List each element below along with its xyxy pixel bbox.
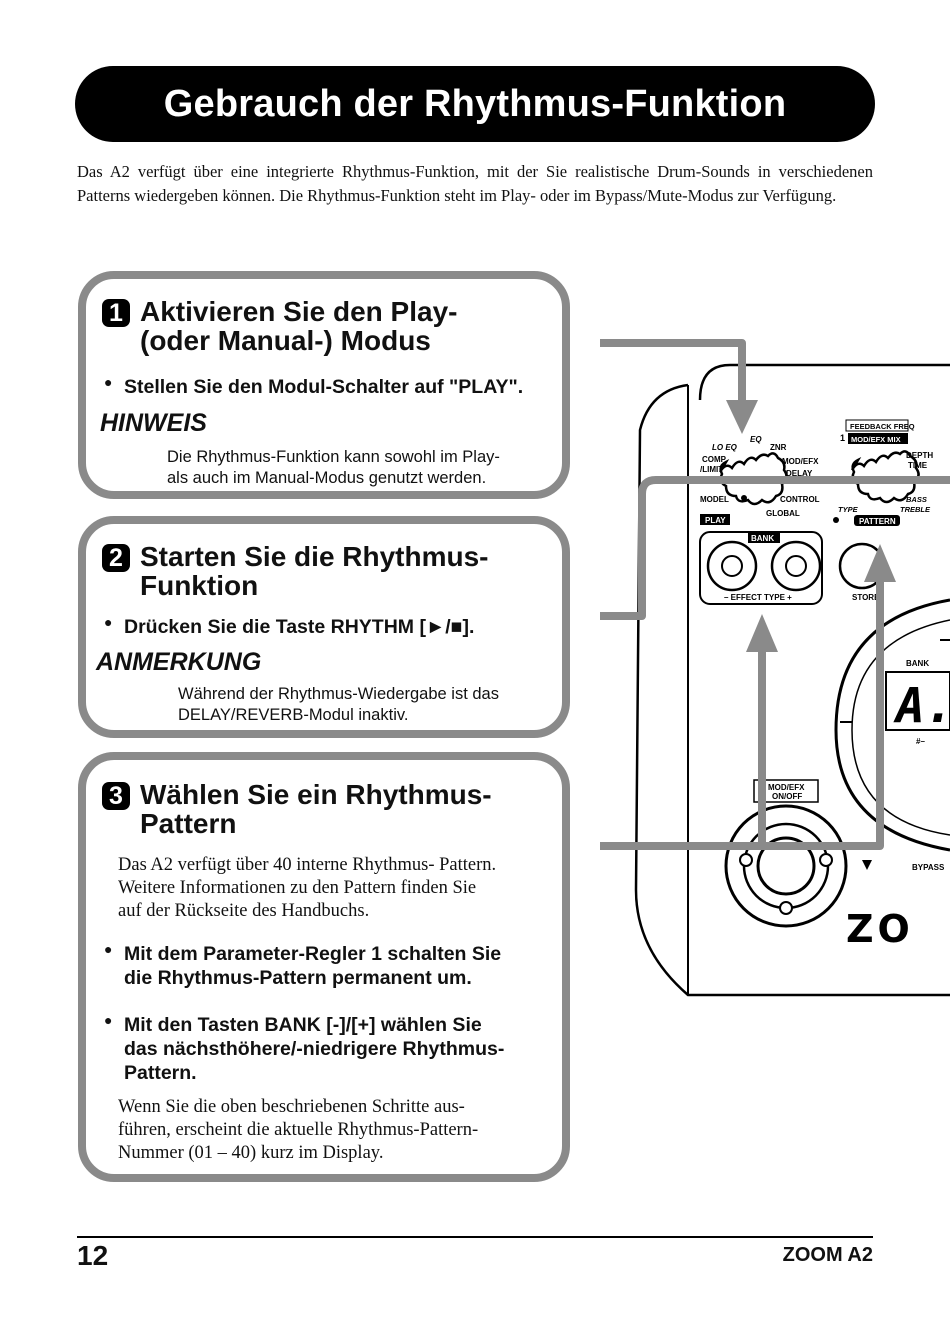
step-3-box: 3 Wählen Sie ein Rhythmus- Pattern Das A… <box>78 752 570 1182</box>
connector-step2 <box>600 476 950 620</box>
pointer-arrow-step1 <box>726 400 758 434</box>
feedback-freq-box <box>845 419 909 432</box>
led-display <box>885 671 950 731</box>
label-model: MODEL <box>700 495 729 504</box>
label-control: CONTROL <box>780 495 820 504</box>
label-knob-number: 1 <box>840 433 845 443</box>
footswitch-screw-bottom <box>779 901 793 915</box>
label-treble: TREBLE <box>900 505 931 514</box>
step-3-body2-line1: Wenn Sie die oben beschriebenen Schritte… <box>118 1097 465 1117</box>
label-depth: DEPTH <box>906 451 933 460</box>
step-1-title-line1: Aktivieren Sie den Play- <box>140 296 458 327</box>
step-3-title-line1: Wählen Sie ein Rhythmus- <box>140 779 492 810</box>
label-comp: COMP <box>702 455 727 464</box>
label-mod-efx-mix: MOD/EFX MIX <box>851 435 901 444</box>
label-display-sub: #– <box>916 737 925 746</box>
display-character: A. <box>893 678 950 734</box>
step-3-bullet-1-line2: die Rhythmus-Pattern permanent um. <box>124 967 472 989</box>
label-feedback-freq: FEEDBACK FREQ <box>850 422 915 431</box>
step-1-note-heading: HINWEIS <box>100 409 207 437</box>
step-3-bullet-2-line1: Mit den Tasten BANK [-]/[+] wählen Sie <box>124 1014 482 1036</box>
step-2-title-line1: Starten Sie die Rhythmus- <box>140 541 489 572</box>
step-3-body1-line1: Das A2 verfügt über 40 interne Rhythmus-… <box>118 855 497 875</box>
step-3-body1-line2: Weitere Informationen zu den Pattern fin… <box>118 878 477 898</box>
step-2-note-line1: Während der Rhythmus-Wiedergabe ist das <box>178 685 499 703</box>
step-3-title-line2: Pattern <box>140 808 237 839</box>
bank-minus-button-inner <box>721 555 743 577</box>
label-on-off: ON/OFF <box>772 792 802 801</box>
step-3-body2-line2: führen, erscheint die aktuelle Rhythmus-… <box>118 1120 479 1140</box>
display-ring <box>834 598 950 852</box>
step-1-title-line2: (oder Manual-) Modus <box>140 325 431 356</box>
page-title: Gebrauch der Rhythmus-Funktion <box>163 82 787 125</box>
intro-paragraph: Das A2 verfügt über eine integrierte Rhy… <box>77 162 873 205</box>
mod-efx-mix-box <box>848 433 908 444</box>
footer-rule <box>77 1236 873 1238</box>
step-1-header: 1 Aktivieren Sie den Play- (oder Manual-… <box>102 297 457 355</box>
label-play: PLAY <box>705 516 726 525</box>
module-indicator-dot <box>741 495 747 501</box>
step-1-number: 1 <box>102 299 130 327</box>
play-label-box <box>700 514 730 525</box>
label-type: TYPE <box>838 505 859 514</box>
label-store: STORE <box>852 593 880 602</box>
mod-efx-on-off-box <box>753 779 819 803</box>
step-3-bullet-1: Mit dem Parameter-Regler 1 schalten Sie … <box>100 937 502 990</box>
label-bypass: BYPASS <box>912 863 945 872</box>
label-delay: DELAY <box>786 469 813 478</box>
label-znr: ZNR <box>770 443 787 452</box>
step-3-body2-line3: Nummer (01 – 40) kurz im Display. <box>118 1143 384 1163</box>
step-2-note-heading: ANMERKUNG <box>96 648 262 676</box>
label-pattern: PATTERN <box>859 517 896 526</box>
label-time: TIME <box>908 461 928 470</box>
device-illustration: LO EQ EQ ZNR COMP /LIMIT MOD/EFX DELAY M… <box>600 339 950 997</box>
pattern-label-box <box>854 515 900 526</box>
step-3-bullet-2-line2: das nächsthöhere/-niedrigere Rhythmus- <box>124 1038 505 1060</box>
step-3-number: 3 <box>102 782 130 810</box>
step-2-header: 2 Starten Sie die Rhythmus- Funktion <box>102 542 489 600</box>
pointer-arrow-bank <box>746 614 778 652</box>
down-arrow-icon <box>862 860 872 870</box>
label-global: GLOBAL <box>766 509 800 518</box>
label-display-bank: BANK <box>906 659 929 668</box>
step-3-bullet-2-line3: Pattern. <box>124 1062 197 1084</box>
step-1-box: 1 Aktivieren Sie den Play- (oder Manual-… <box>78 271 570 499</box>
bank-plus-button-inner <box>785 555 807 577</box>
label-mod-efx-on: MOD/EFX <box>768 783 805 792</box>
label-eq: EQ <box>750 435 762 444</box>
label-mod-efx: MOD/EFX <box>782 457 819 466</box>
step-2-title-line2: Funktion <box>140 570 259 601</box>
step-2-bullet: Drücken Sie die Taste RHYTHM [►/■]. <box>100 610 474 639</box>
connector-step3 <box>600 578 884 850</box>
pointer-arrow-pattern <box>864 544 896 582</box>
page-number: 12 <box>77 1240 109 1271</box>
label-limit: /LIMIT <box>700 465 723 474</box>
step-2-note-line2: DELAY/REVERB-Modul inaktiv. <box>178 706 409 724</box>
footswitch-screw-left <box>739 853 753 867</box>
connector-step1 <box>600 339 746 408</box>
footswitch-screw-right <box>819 853 833 867</box>
step-3-body1-line3: auf der Rückseite des Handbuchs. <box>118 901 370 921</box>
step-3-bullet-2: Mit den Tasten BANK [-]/[+] wählen Sie d… <box>100 1008 505 1085</box>
label-bank: BANK <box>751 534 774 543</box>
zoom-logo: ZO <box>846 907 914 951</box>
step-1-bullet: Stellen Sie den Modul-Schalter auf "PLAY… <box>100 370 523 399</box>
step-3-header: 3 Wählen Sie ein Rhythmus- Pattern <box>102 780 492 838</box>
step-2-number: 2 <box>102 544 130 572</box>
label-bass: BASS <box>906 495 927 504</box>
step-2-box: 2 Starten Sie die Rhythmus- Funktion Drü… <box>78 516 570 738</box>
step-1-note-line2: als auch im Manual-Modus genutzt werden. <box>167 469 487 487</box>
bank-label-box <box>748 532 780 543</box>
step-3-bullet-1-line1: Mit dem Parameter-Regler 1 schalten Sie <box>124 943 502 965</box>
step-1-note-line1: Die Rhythmus-Funktion kann sowohl im Pla… <box>167 448 500 466</box>
device-outline <box>634 363 950 997</box>
rhythm-indicator-dot <box>833 517 839 523</box>
display-ring-inner <box>851 619 950 836</box>
label-lo-eq: LO EQ <box>712 443 738 452</box>
footer-brand: ZOOM A2 <box>782 1244 873 1266</box>
label-effect-type: – EFFECT TYPE + <box>724 593 792 602</box>
footswitch-button <box>756 836 816 896</box>
title-banner: Gebrauch der Rhythmus-Funktion <box>75 66 875 142</box>
